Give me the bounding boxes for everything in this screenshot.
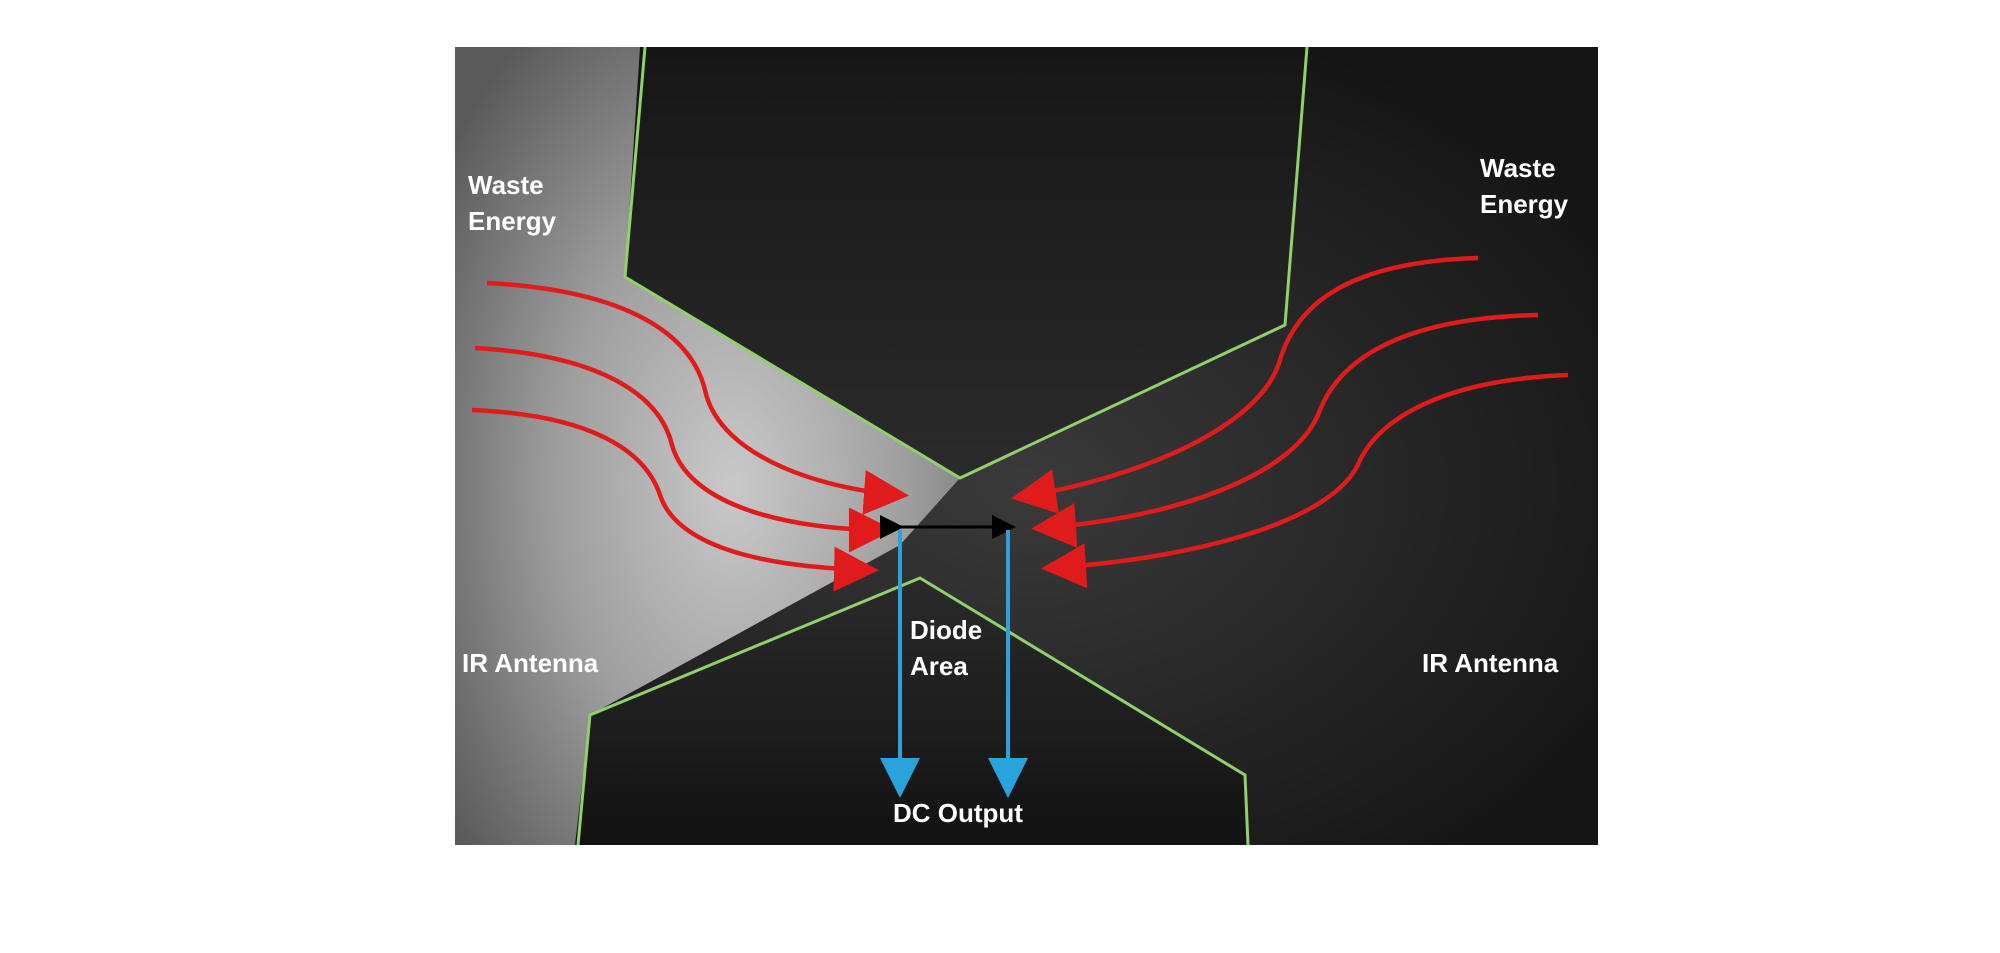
left-energy-arrow-3: [471, 407, 879, 592]
bottom-pad-outline: [576, 576, 1250, 846]
right-energy-arrow-1: [1011, 255, 1479, 514]
left-waste-energy-arrows: [471, 280, 909, 592]
label-ir-antenna-right: IR Antenna: [1422, 648, 1559, 678]
right-energy-arrow-2: [1031, 312, 1539, 549]
left-energy-arrow-2: [474, 345, 894, 553]
left-energy-arrow-1: [486, 280, 909, 515]
label-waste-energy-right: Waste Energy: [1480, 153, 1569, 219]
label-dc-output: DC Output: [893, 798, 1023, 828]
left-antenna-region: [455, 47, 960, 845]
right-energy-arrow-3: [1041, 372, 1569, 589]
top-pad-outline: [623, 46, 1309, 480]
bottom-electrode-pad: [578, 578, 1248, 845]
top-electrode-pad: [625, 47, 1307, 478]
label-diode-area: Diode Area: [910, 615, 983, 681]
label-waste-energy-left: Waste Energy: [468, 170, 557, 236]
right-waste-energy-arrows: [1011, 255, 1569, 589]
label-ir-antenna-left: IR Antenna: [462, 648, 599, 678]
